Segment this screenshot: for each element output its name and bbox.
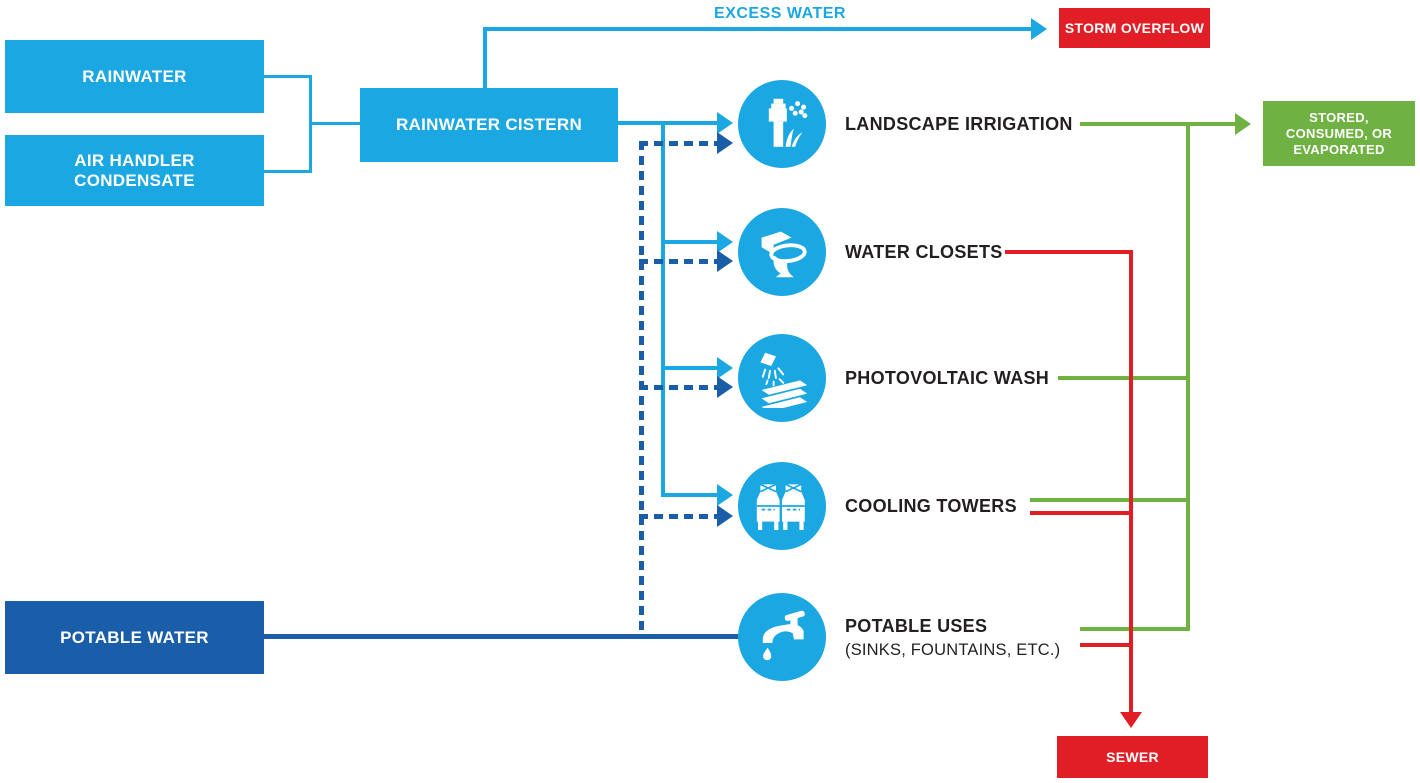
photovoltaic-wash-icon-circle — [738, 334, 826, 422]
cistern-to-irrigation-line — [618, 121, 717, 125]
rainwater-cistern-label: RAINWATER CISTERN — [395, 115, 583, 134]
rainwater-box: RAINWATER — [5, 40, 264, 113]
cooling-towers-darkblue-arrowhead-icon — [717, 505, 733, 527]
rainwater-cistern-box: RAINWATER CISTERN — [360, 88, 618, 162]
potable-uses-to-stored-line — [1080, 627, 1188, 631]
air-handler-condensate-box: AIR HANDLER CONDENSATE — [5, 135, 264, 206]
cistern-to-water-closets-line — [661, 240, 717, 244]
water-closets-icon-circle — [738, 208, 826, 296]
stored-collector-line — [1186, 122, 1190, 631]
shower-solar-panel-icon — [760, 352, 808, 408]
rainwater-label: RAINWATER — [82, 66, 187, 86]
potable-uses-to-sewer-line — [1080, 643, 1131, 647]
cooling-towers-to-stored-line — [1030, 498, 1188, 502]
cooling-towers-icon — [756, 483, 805, 530]
potable-water-box: POTABLE WATER — [5, 601, 264, 674]
potable-uses-icon-circle — [738, 593, 826, 681]
stored-arrowhead-icon — [1235, 113, 1251, 135]
excess-water-line — [483, 27, 1033, 31]
toilet-icon — [761, 231, 807, 278]
photovoltaic-wash-label: PHOTOVOLTAIC WASH — [845, 368, 1050, 388]
photovoltaic-blue-arrowhead-icon — [717, 357, 733, 379]
irrigation-darkblue-arrowhead-icon — [717, 132, 733, 154]
sewer-box: SEWER — [1057, 736, 1208, 778]
excess-water-riser-line — [483, 30, 487, 88]
landscape-irrigation-icon-circle — [738, 80, 826, 168]
cistern-distribution-line — [661, 121, 665, 497]
potable-water-supply-line — [264, 634, 740, 639]
potable-to-irrigation-dashed-line — [639, 141, 717, 146]
cooling-towers-label: COOLING TOWERS — [845, 496, 1017, 516]
sewer-collector-line — [1129, 250, 1133, 712]
air-handler-condensate-label: AIR HANDLER CONDENSATE — [74, 150, 195, 190]
storm-overflow-box: STORM OVERFLOW — [1059, 8, 1210, 48]
potable-uses-label: POTABLE USES — [845, 616, 988, 636]
cooling-towers-blue-arrowhead-icon — [717, 484, 733, 506]
storm-overflow-arrowhead-icon — [1031, 18, 1047, 40]
irrigation-to-stored-line — [1080, 122, 1235, 126]
landscape-irrigation-label: LANDSCAPE IRRIGATION — [845, 114, 1073, 134]
sewer-arrowhead-icon — [1120, 712, 1142, 728]
cooling-towers-to-sewer-line — [1030, 511, 1131, 515]
cistern-to-photovoltaic-line — [661, 366, 717, 370]
water-closets-darkblue-arrowhead-icon — [717, 250, 733, 272]
bracket-to-cistern-line — [310, 122, 360, 125]
faucet-icon — [762, 610, 805, 661]
sprinkler-icon — [768, 98, 808, 147]
potable-water-label: POTABLE WATER — [60, 627, 209, 647]
water-closets-label: WATER CLOSETS — [845, 242, 1003, 262]
potable-uses-sublabel: (SINKS, FOUNTAINS, ETC.) — [845, 641, 1061, 659]
excess-water-flow-label: EXCESS WATER — [714, 5, 846, 22]
water-closets-to-sewer-line — [1005, 250, 1133, 254]
stored-consumed-evaporated-box: STORED, CONSUMED, OR EVAPORATED — [1263, 101, 1415, 166]
potable-to-water-closets-dashed-line — [639, 259, 717, 264]
potable-uses-label-group: POTABLE USES (SINKS, FOUNTAINS, ETC.) — [845, 614, 1060, 662]
condensate-connector-line — [264, 170, 312, 173]
irrigation-blue-arrowhead-icon — [717, 112, 733, 134]
water-closets-blue-arrowhead-icon — [717, 231, 733, 253]
potable-to-photovoltaic-dashed-line — [639, 385, 717, 390]
sewer-label: SEWER — [1106, 749, 1159, 765]
photovoltaic-to-stored-line — [1058, 376, 1188, 380]
potable-to-cooling-towers-dashed-line — [639, 514, 717, 519]
cooling-towers-icon-circle — [738, 462, 826, 550]
stored-consumed-evaporated-label: STORED, CONSUMED, OR EVAPORATED — [1285, 109, 1393, 157]
rainwater-connector-line — [264, 75, 312, 78]
cistern-to-cooling-towers-line — [661, 493, 717, 497]
storm-overflow-label: STORM OVERFLOW — [1064, 20, 1205, 36]
photovoltaic-darkblue-arrowhead-icon — [717, 376, 733, 398]
